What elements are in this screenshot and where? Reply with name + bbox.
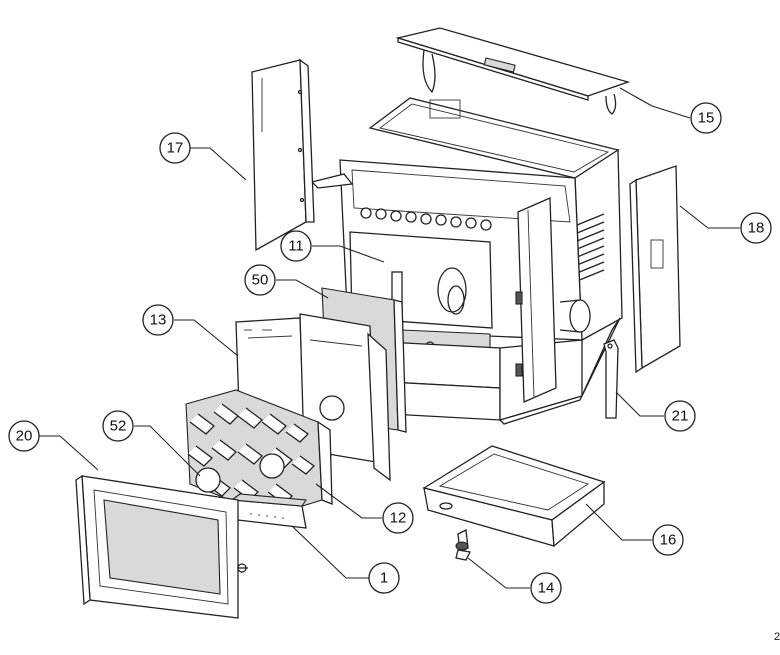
callout-16: 16 — [652, 524, 684, 556]
svg-text:14: 14 — [538, 580, 555, 597]
corner-mark: 2 — [774, 631, 780, 643]
svg-text:11: 11 — [288, 238, 304, 255]
svg-text:16: 16 — [660, 532, 677, 549]
callout-18: 18 — [740, 212, 772, 244]
svg-text:13: 13 — [150, 312, 167, 329]
callout-17: 17 — [159, 132, 191, 164]
part-17-left-side-panel — [251, 58, 315, 252]
part-20-door — [75, 474, 248, 619]
svg-text:20: 20 — [16, 428, 33, 445]
part-18-right-side-panel — [629, 165, 681, 374]
part-14-latch — [455, 529, 471, 561]
callout-14: 14 — [530, 572, 562, 604]
svg-text:52: 52 — [110, 418, 127, 435]
stove-body — [310, 97, 623, 425]
callout-50: 50 — [244, 264, 276, 296]
burn-pot-holes — [360, 207, 492, 231]
callout-13: 13 — [142, 304, 174, 336]
leader-lines — [32, 87, 740, 589]
part-16-ash-drawer — [422, 445, 606, 548]
svg-text:18: 18 — [748, 220, 765, 237]
callout-15: 15 — [690, 102, 722, 134]
part-21-rod — [603, 339, 619, 419]
callout-52: 52 — [102, 410, 134, 442]
svg-text:50: 50 — [252, 272, 269, 289]
part-15-top-cover — [395, 27, 631, 115]
svg-text:21: 21 — [672, 408, 689, 425]
svg-text:12: 12 — [390, 510, 407, 527]
svg-text:15: 15 — [698, 110, 715, 127]
callout-21: 21 — [664, 400, 696, 432]
callout-12: 12 — [382, 502, 414, 534]
svg-text:17: 17 — [167, 140, 184, 157]
callout-1: 1 — [368, 562, 400, 594]
part-1-bracket — [230, 493, 307, 529]
svg-text:1: 1 — [380, 570, 388, 587]
callout-20: 20 — [8, 420, 40, 452]
callout-11: 11 — [280, 230, 312, 262]
